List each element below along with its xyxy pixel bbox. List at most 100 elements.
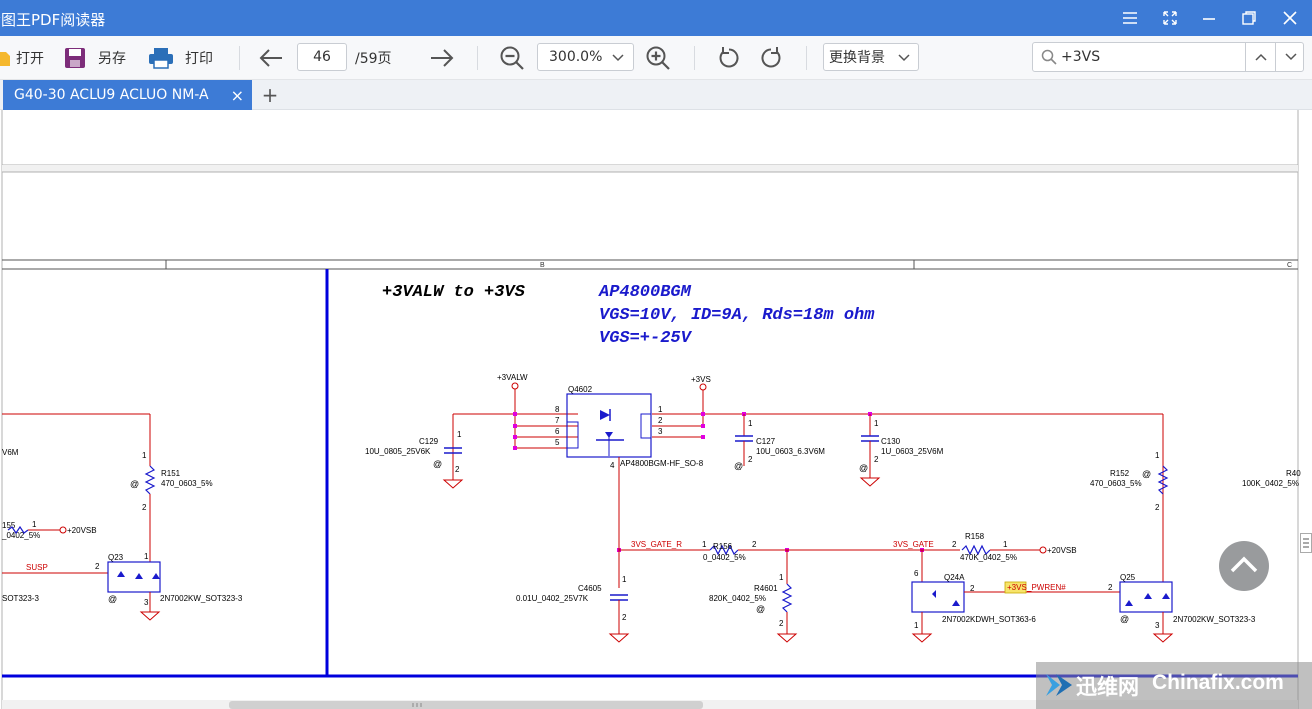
- r151-value: 470_0603_5%: [161, 479, 213, 488]
- search-box: [1032, 42, 1304, 72]
- change-background-select[interactable]: 更换背景: [823, 43, 919, 71]
- rotate-right-button[interactable]: [759, 36, 783, 80]
- watermark-brand-cn: 迅维网: [1076, 675, 1139, 699]
- q25-ref: Q25: [1120, 573, 1136, 582]
- pin-label: 2: [95, 562, 100, 571]
- minimize-button[interactable]: [1197, 6, 1221, 30]
- search-icon: [1041, 49, 1057, 65]
- q4602-ref: Q4602: [568, 385, 593, 394]
- r4601-ref: R4601: [754, 584, 778, 593]
- search-next-button[interactable]: [1275, 43, 1305, 71]
- pin-label: 1: [748, 419, 753, 428]
- toolbar-divider: [694, 46, 695, 70]
- close-button[interactable]: [1278, 6, 1302, 30]
- horizontal-scrollbar-thumb[interactable]: [229, 701, 703, 709]
- chevron-up-icon: [1230, 556, 1258, 573]
- ground-symbol: [859, 477, 881, 487]
- r152-value: 470_0603_5%: [1090, 479, 1142, 488]
- toolbar: 打开 另存 打印 46 /59页 300.0%: [0, 36, 1312, 80]
- pin-label: 1: [914, 621, 919, 630]
- populate-mark: @: [130, 479, 139, 489]
- populate-mark: @: [1120, 614, 1129, 624]
- chinafix-logo-icon: [1046, 674, 1072, 696]
- q4602-part: AP4800BGM-HF_SO-8: [620, 459, 704, 468]
- save-as-button[interactable]: 另存: [64, 36, 126, 80]
- tab-bar: G40-30 ACLU9 ACLUO NM-A × +: [0, 80, 1312, 110]
- pin-label: 8: [555, 405, 560, 414]
- r152-resistor: [1157, 465, 1169, 495]
- fullscreen-icon: [1163, 11, 1177, 25]
- new-tab-button[interactable]: +: [261, 83, 279, 107]
- pin-label: 2: [970, 584, 975, 593]
- document-viewport[interactable]: B C +3VALW to +3VS AP4800BGM VGS=10V, ID…: [0, 110, 1312, 709]
- net-label-gate: 3VS_GATE: [893, 540, 934, 549]
- r152-ref: R152: [1110, 469, 1130, 478]
- c130-ref: C130: [881, 437, 901, 446]
- fullscreen-button[interactable]: [1158, 6, 1182, 30]
- menu-button[interactable]: [1118, 6, 1142, 30]
- open-button[interactable]: 打开: [0, 36, 44, 80]
- populate-mark: @: [433, 459, 442, 469]
- ground-symbol: [1152, 633, 1174, 643]
- tab-document[interactable]: G40-30 ACLU9 ACLUO NM-A ×: [3, 80, 252, 110]
- net-label-pwren-highlight: +3VS: [1007, 583, 1027, 592]
- pin-label: 2: [622, 613, 627, 622]
- pin-label: 6: [914, 569, 919, 578]
- r40-ref: R40: [1286, 469, 1301, 478]
- back-to-top-button[interactable]: [1219, 541, 1269, 591]
- r156-value: 0_0402_5%: [703, 553, 746, 562]
- toolbar-divider: [239, 46, 240, 70]
- mosfet-arrow: [1125, 600, 1133, 606]
- q24a-part: 2N7002KDWH_SOT363-6: [942, 615, 1036, 624]
- maximize-button[interactable]: [1237, 6, 1261, 30]
- zoom-in-button[interactable]: [645, 36, 671, 80]
- next-page-button[interactable]: [429, 36, 455, 80]
- c127-value: 10U_0603_6.3V6M: [756, 447, 825, 456]
- hamburger-icon: [1123, 12, 1137, 24]
- prev-page-button[interactable]: [258, 36, 284, 80]
- toolbar-divider: [477, 46, 478, 70]
- power-port: [59, 526, 67, 534]
- search-highlight: [1004, 581, 1027, 594]
- pin-label: 3: [658, 427, 663, 436]
- net-label-3valw: +3VALW: [497, 373, 528, 382]
- search-input[interactable]: [1061, 46, 1241, 68]
- left-part: SOT323-3: [2, 594, 39, 603]
- close-icon: [1283, 11, 1297, 25]
- mosfet-arrow: [152, 573, 160, 579]
- search-prev-button[interactable]: [1245, 43, 1275, 71]
- zoom-select[interactable]: 300.0%: [537, 43, 634, 71]
- tab-close-icon[interactable]: ×: [230, 86, 244, 105]
- populate-mark: @: [1142, 469, 1151, 479]
- zoom-out-button[interactable]: [499, 36, 525, 80]
- spec-line-2: VGS=+-25V: [599, 329, 693, 348]
- mosfet-arrow: [952, 600, 960, 606]
- printer-icon: [149, 48, 173, 69]
- r158-value: 470K_0402_5%: [960, 553, 1017, 562]
- pin-label: 1: [1155, 451, 1160, 460]
- watermark-brand-en: Chinafix.com: [1152, 671, 1284, 694]
- page-number-input[interactable]: 46: [297, 43, 347, 71]
- side-panel-handle[interactable]: [1300, 533, 1312, 553]
- ground-symbol: [442, 479, 464, 489]
- c4605-ref: C4605: [578, 584, 602, 593]
- q4602-pin-block: [640, 413, 652, 439]
- q25-body: [1119, 581, 1173, 613]
- rotate-left-button[interactable]: [717, 36, 741, 80]
- chevron-down-icon: [898, 54, 910, 62]
- pin-label: 1: [142, 451, 147, 460]
- mosfet-body-diode: [600, 410, 610, 420]
- toolbar-divider: [806, 46, 807, 70]
- pin-label: 2: [1155, 503, 1160, 512]
- pin-label: 2: [455, 465, 460, 474]
- save-as-label: 另存: [98, 51, 126, 67]
- grip-icon: [412, 703, 422, 707]
- r156-ref: R156: [713, 542, 733, 551]
- q24a-ref: Q24A: [944, 573, 965, 582]
- mosfet-arrow: [932, 590, 936, 598]
- pin-label: 2: [952, 540, 957, 549]
- populate-mark: @: [756, 604, 765, 614]
- print-button[interactable]: 打印: [148, 36, 213, 80]
- c129-value: 10U_0805_25V6K: [365, 447, 431, 456]
- q24a-body: [911, 581, 965, 613]
